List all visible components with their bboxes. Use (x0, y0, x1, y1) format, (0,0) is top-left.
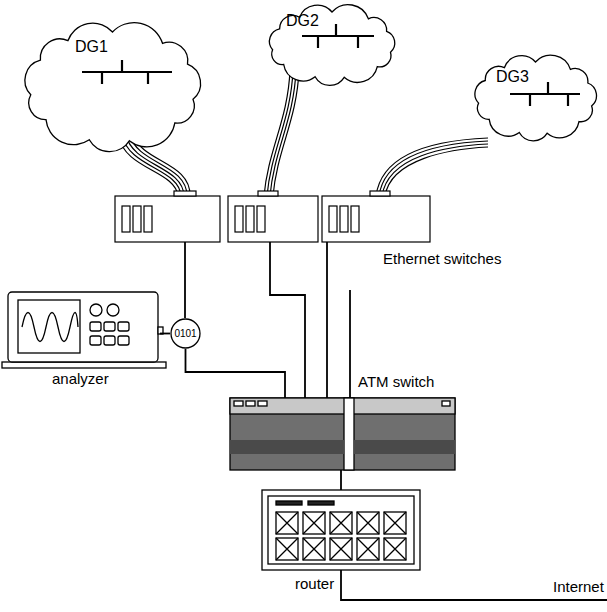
switch-port (174, 191, 196, 196)
router-port (357, 538, 379, 560)
router-port (357, 512, 379, 534)
button (90, 336, 101, 345)
router-bar (308, 501, 334, 505)
button (118, 322, 129, 331)
port-cross (303, 512, 325, 534)
router-port (276, 512, 298, 534)
cloud-network: DG3 (468, 52, 603, 144)
uplink-wires (185, 242, 607, 600)
atm-switch-device (230, 398, 455, 470)
button (104, 336, 115, 345)
atm-top-strip (230, 398, 455, 414)
router-ports (276, 512, 406, 560)
knob (107, 304, 119, 316)
button (104, 322, 115, 331)
atm-led (246, 401, 255, 406)
port-cross (276, 512, 298, 534)
network-link (340, 470, 342, 490)
router-port (303, 512, 325, 534)
atm-body (230, 398, 455, 470)
atm-led (442, 401, 450, 406)
switch-slot (351, 206, 359, 232)
device-label: router (295, 575, 334, 592)
switch-slot (257, 206, 265, 232)
device-label: ATM switch (358, 373, 434, 390)
port-cross (330, 538, 352, 560)
switch-port (258, 191, 278, 196)
atm-led (234, 401, 243, 406)
cloud-shape (25, 23, 201, 152)
knob (90, 304, 102, 316)
ethernet-switch (115, 196, 220, 242)
cloud-outline (20, 22, 205, 152)
cloud-network: DG1 (20, 22, 205, 152)
network-label: DG3 (496, 68, 529, 86)
router-port (330, 512, 352, 534)
router-port (384, 512, 406, 534)
router-node: router (262, 490, 420, 570)
tap-shape (171, 319, 200, 348)
ethernet-switches (115, 191, 430, 242)
switch-slot (122, 206, 130, 232)
port-cross (276, 538, 298, 560)
cloud-network: DG2 (262, 2, 402, 88)
analyzer-node: analyzer (8, 292, 160, 362)
port-cross (384, 512, 406, 534)
port-cross (303, 538, 325, 560)
atm-band (354, 440, 455, 454)
device-label: analyzer (52, 370, 109, 387)
atm-led (258, 401, 267, 406)
analyzer-device (2, 292, 166, 368)
cloud-shape (269, 5, 394, 86)
network-link (160, 333, 170, 335)
port-cross (330, 512, 352, 534)
router-body (262, 490, 420, 570)
router-bar (276, 501, 302, 505)
network-label: Internet (553, 578, 604, 595)
switch-slot (133, 206, 141, 232)
router-port (276, 538, 298, 560)
analyzer-base (2, 362, 166, 368)
switch-slot (144, 206, 152, 232)
tap-circle: 0101 (170, 318, 201, 349)
port-cross (357, 538, 379, 560)
router-panel (268, 496, 414, 564)
switch-slot (329, 206, 337, 232)
atm-band (230, 440, 344, 454)
router-device (262, 490, 420, 570)
network-label: DG1 (75, 38, 108, 56)
switch-slot (235, 206, 243, 232)
atm-switch-node: ATM switch (230, 398, 455, 470)
group-label: Ethernet switches (383, 250, 501, 267)
bus-symbol (510, 82, 580, 106)
port-cross (384, 538, 406, 560)
switch-slot (246, 206, 254, 232)
network-label: DG2 (286, 12, 319, 30)
cloud-shape (475, 55, 597, 141)
router-port (384, 538, 406, 560)
analyzer-body (8, 292, 158, 362)
atm-divider (344, 398, 354, 470)
button (118, 336, 129, 345)
port-cross (357, 512, 379, 534)
switch-slot (340, 206, 348, 232)
router-port (303, 538, 325, 560)
ethernet-switch (322, 196, 430, 242)
tap-label: 0101 (174, 328, 196, 340)
waveform (22, 313, 78, 342)
ethernet-switch (228, 196, 318, 242)
switch-port (370, 191, 390, 196)
button (90, 322, 101, 331)
network-link (186, 349, 286, 398)
analyzer-screen (18, 300, 80, 353)
bus-symbol (82, 60, 172, 84)
cloud-outline (262, 2, 402, 88)
cloud-outline (468, 52, 603, 144)
router-port (330, 538, 352, 560)
